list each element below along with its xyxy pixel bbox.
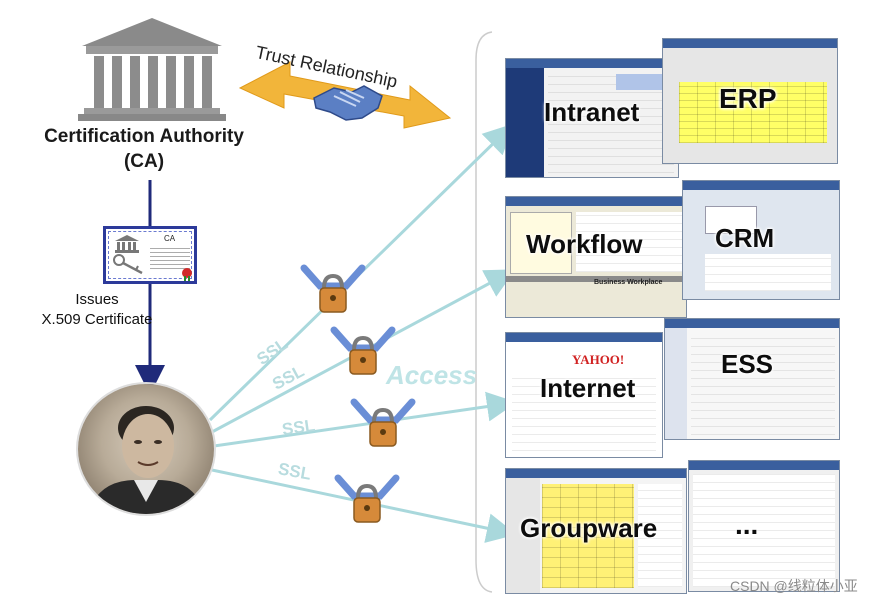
- certificate-header: CA: [164, 234, 176, 243]
- ssl-lock-icon-2: [330, 326, 396, 375]
- more-apps-screenshot: ...: [688, 460, 840, 592]
- ess-screenshot: ESS: [664, 318, 840, 440]
- yahoo-logo: YAHOO!: [572, 352, 625, 367]
- key-icon: [113, 254, 143, 275]
- crm-label: CRM: [715, 223, 775, 253]
- ssl-lock-icon-1: [300, 264, 366, 313]
- workflow-screenshot: Workflow Business Workplace: [505, 196, 687, 318]
- calendar-grid: [542, 484, 634, 588]
- groupware-screenshot: Groupware: [505, 468, 687, 594]
- access-label: Access: [386, 360, 478, 390]
- watermark: CSDN @线粒体小亚: [730, 578, 858, 594]
- erp-spreadsheet: [679, 82, 827, 143]
- person-silhouette-icon: [88, 406, 204, 514]
- workflow-subtitle: Business Workplace: [594, 279, 663, 286]
- issues-line2: X.509 Certificate: [41, 311, 153, 328]
- x509-certificate: CA: [103, 226, 197, 284]
- intranet-screenshot: Intranet: [505, 58, 679, 178]
- ca-title: Certification Authority (CA): [18, 124, 270, 174]
- ca-title-line2: (CA): [123, 151, 165, 172]
- intranet-sidebar: [506, 68, 544, 177]
- bank-building-icon: [78, 18, 226, 121]
- crm-screenshot: CRM: [682, 180, 840, 300]
- groupware-label: Groupware: [520, 513, 658, 543]
- certificate-building-icon: [115, 235, 139, 253]
- grouping-bracket: [475, 31, 493, 593]
- ssl-lock-icon-4: [334, 474, 400, 523]
- seal-icon: [182, 268, 192, 281]
- ess-label: ESS: [721, 349, 774, 379]
- internet-label: Internet: [540, 373, 636, 403]
- ssl-line-internet: [213, 391, 517, 448]
- ssl-lock-icon-3: [350, 398, 416, 447]
- erp-screenshot: ERP: [662, 38, 838, 164]
- issues-line1: Issues: [75, 291, 119, 308]
- workflow-label: Workflow: [526, 229, 643, 259]
- ca-title-line1: Certification Authority: [44, 126, 244, 147]
- certificate-text-lines: [150, 247, 190, 269]
- erp-label: ERP: [719, 83, 777, 114]
- handshake-icon: [313, 85, 383, 121]
- intranet-label: Intranet: [544, 97, 640, 127]
- issues-label: Issues X.509 Certificate: [22, 290, 172, 330]
- more-apps-label: ...: [735, 509, 759, 540]
- internet-screenshot: YAHOO! Internet: [505, 332, 663, 458]
- user-avatar: [78, 384, 214, 514]
